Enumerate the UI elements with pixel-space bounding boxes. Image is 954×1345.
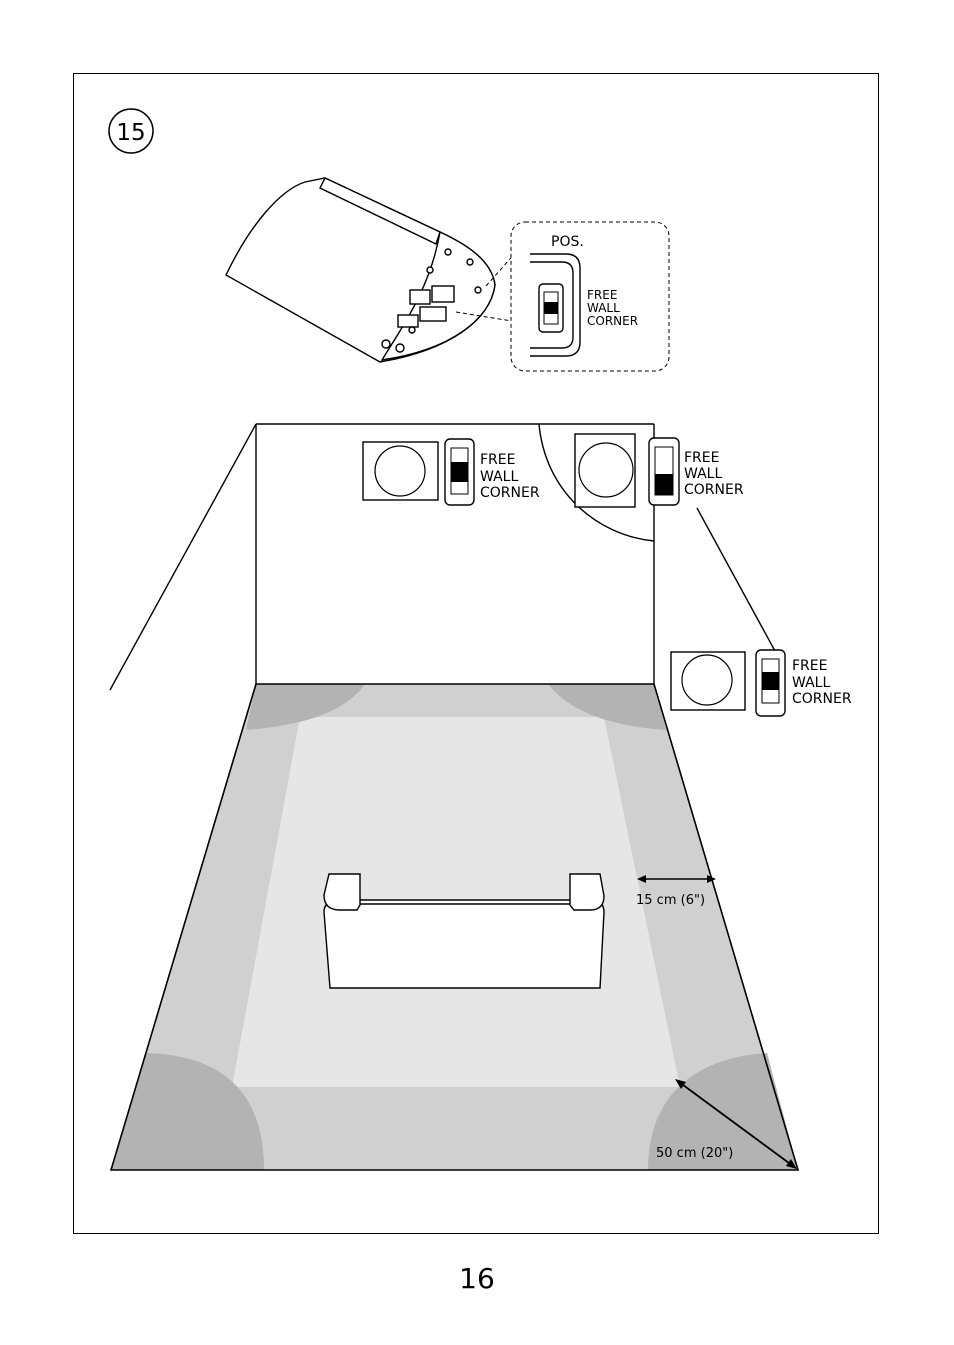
dimension-corner-distance: 50 cm (20")	[656, 1079, 797, 1169]
speaker-corner-option-free: FREE	[684, 450, 719, 466]
speaker-wall-option-corner: CORNER	[792, 691, 852, 707]
page-number: 16	[459, 1262, 495, 1295]
inset-option-corner: CORNER	[587, 314, 638, 328]
speaker-rear-view	[225, 177, 496, 363]
wall-distance-label: 15 cm (6")	[636, 893, 705, 908]
corner-zone-back-left	[246, 684, 365, 730]
position-switch-inset: POS. FREE WALL CORNER	[510, 221, 670, 372]
corner-zone-back-right	[548, 684, 666, 730]
corner-zone-front-left	[111, 1053, 264, 1170]
speaker-free-option-free: FREE	[480, 452, 515, 468]
switch-wall-indicator	[762, 672, 779, 690]
speaker-wall-option-free: FREE	[792, 658, 827, 674]
sofa	[323, 873, 605, 989]
inset-option-free: FREE	[587, 288, 617, 302]
speaker-wall: FREE WALL CORNER	[670, 649, 852, 717]
speaker-free-option-corner: CORNER	[480, 485, 540, 501]
corner-distance-label: 50 cm (20")	[656, 1146, 733, 1161]
inset-option-wall: WALL	[587, 301, 620, 315]
dimension-wall-distance: 15 cm (6")	[636, 875, 716, 908]
step-number: 15	[116, 120, 145, 146]
switch-free-indicator	[451, 462, 468, 482]
page-frame	[73, 73, 879, 1234]
callout-line-bottom	[455, 311, 519, 323]
speaker-corner-option-corner: CORNER	[684, 482, 744, 498]
speaker-free-option-wall: WALL	[480, 469, 518, 485]
inset-title: POS.	[551, 234, 584, 250]
speaker-corner-option-wall: WALL	[684, 466, 722, 482]
switch-corner-indicator	[655, 474, 673, 495]
side-wall-line	[696, 507, 776, 652]
speaker-corner: FREE WALL CORNER	[574, 433, 744, 508]
speaker-wall-option-wall: WALL	[792, 675, 830, 691]
speaker-free: FREE WALL CORNER	[362, 438, 540, 506]
step-badge: 15	[108, 108, 154, 154]
callout-line-top	[485, 249, 519, 287]
